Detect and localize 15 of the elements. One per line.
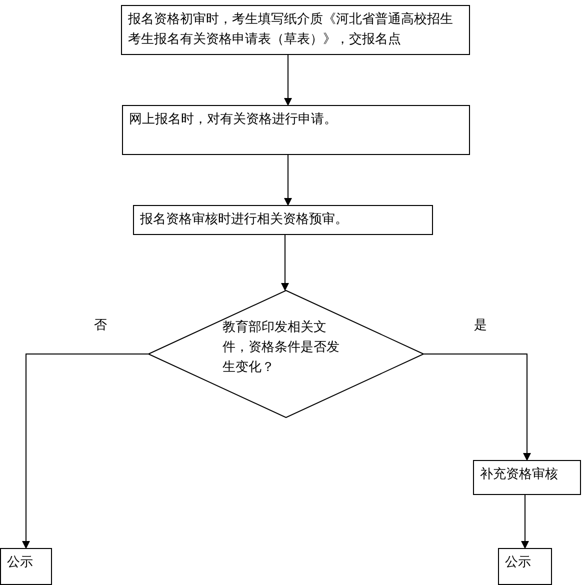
decision-diamond: 教育部印发相关文件，资格条件是否发生变化？ (148, 290, 424, 418)
arrow (284, 154, 292, 206)
arrow (424, 354, 531, 461)
process-box: 补充资格审核 (473, 460, 581, 495)
edge-label: 是 (472, 318, 489, 334)
process-box: 报名资格初审时，考生填写纸介质《河北省普通高校招生考生报名有关资格申请表（草表）》，交报名点 (121, 5, 470, 55)
process-box: 公示 (498, 548, 552, 585)
arrow (521, 494, 529, 549)
arrow (22, 354, 148, 549)
process-box: 公示 (0, 548, 52, 585)
arrow (281, 234, 289, 291)
process-box: 网上报名时，对有关资格进行申请。 (122, 105, 470, 155)
edge-label: 否 (92, 318, 109, 334)
process-box: 报名资格审核时进行相关资格预审。 (133, 205, 433, 235)
arrow (284, 54, 292, 106)
